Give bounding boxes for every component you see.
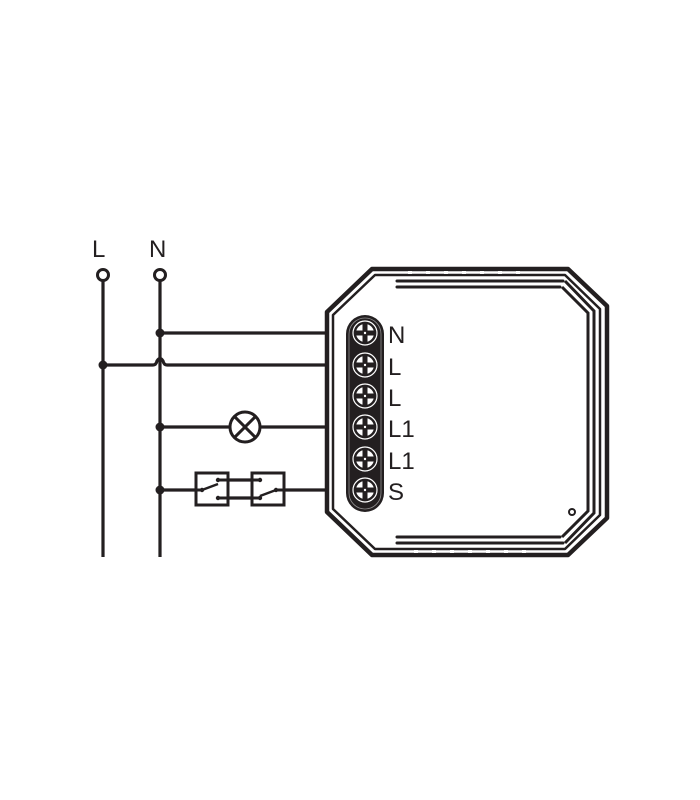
terminal-screw-l-1-icon bbox=[352, 352, 378, 378]
terminal-label-l-2: L bbox=[388, 385, 401, 412]
terminal-label-n: N bbox=[388, 322, 405, 349]
terminal-label-l1-1: L1 bbox=[388, 416, 415, 443]
supply-label-l: L bbox=[92, 236, 105, 263]
two-way-switch-1-icon bbox=[194, 471, 230, 507]
junction-dot-icon bbox=[98, 360, 108, 370]
terminal-screw-l1-2-icon bbox=[352, 446, 378, 472]
two-way-switch-2-icon bbox=[250, 471, 286, 507]
wire-l-to-module bbox=[103, 356, 326, 367]
lamp-icon bbox=[228, 410, 262, 444]
mounting-hole-icon bbox=[568, 508, 576, 516]
supply-label-n: N bbox=[149, 236, 166, 263]
terminal-label-l-1: L bbox=[388, 354, 401, 381]
supply-terminal-n-icon bbox=[153, 268, 167, 282]
junction-dot-icon bbox=[155, 328, 165, 338]
junction-dot-icon bbox=[155, 422, 165, 432]
relay-module bbox=[324, 266, 610, 558]
terminal-label-l1-2: L1 bbox=[388, 448, 415, 475]
terminal-screw-l-2-icon bbox=[352, 383, 378, 409]
terminal-screw-l1-1-icon bbox=[352, 414, 378, 440]
terminal-screw-n-icon bbox=[352, 320, 378, 346]
supply-terminal-l-icon bbox=[96, 268, 110, 282]
terminal-screw-s-icon bbox=[352, 477, 378, 503]
terminal-label-s: S bbox=[388, 479, 404, 506]
